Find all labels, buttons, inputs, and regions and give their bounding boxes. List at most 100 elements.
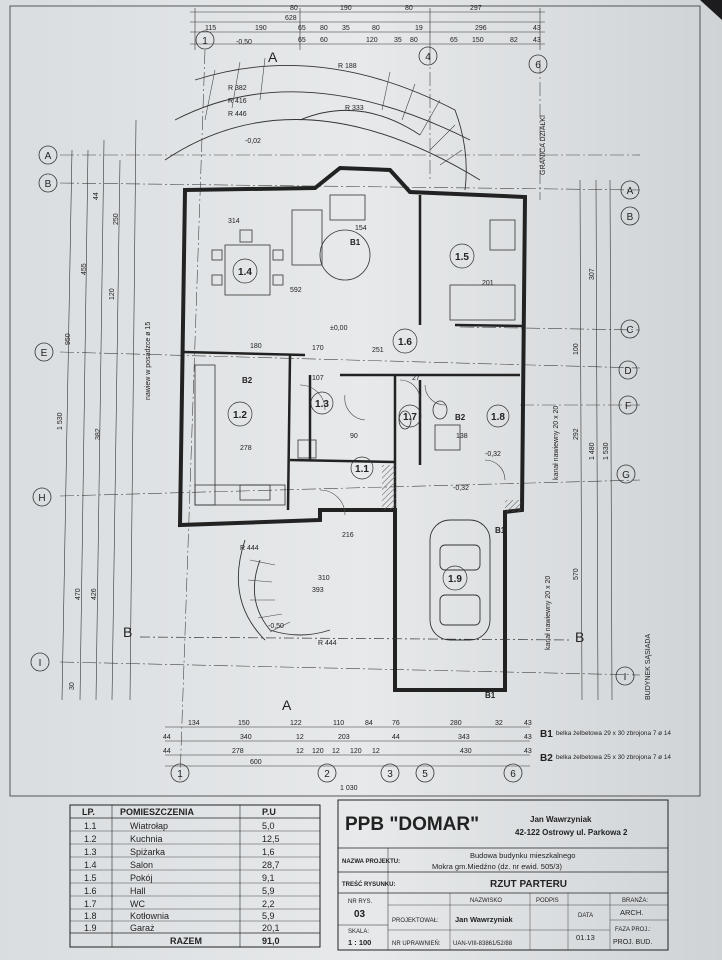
top-dim-1-1: 190 <box>340 5 352 12</box>
left-dim-30: 30 <box>69 682 76 690</box>
beam-legend: B1 belka żelbetowa 29 x 30 zbrojona 7 ø … <box>540 729 671 764</box>
bottom-dim-1-5: 76 <box>392 720 400 727</box>
bottom-dim-3-0: 44 <box>163 748 171 755</box>
level-bottom: -0,50 <box>268 623 284 630</box>
grid-label-col-3-bottom: 3 <box>387 769 393 780</box>
wall-hatching <box>382 465 521 512</box>
interior-walls <box>182 195 523 511</box>
top-dim-1-2: 80 <box>405 5 413 12</box>
level-marks: ±0,00 -0,50 -0,02 -0,32 -0,32 -0,50 <box>236 39 501 630</box>
grid-label-col-6-bottom: 6 <box>510 769 516 780</box>
inner-dim-170: 170 <box>312 345 324 352</box>
room-label-1-2: 1.2 <box>233 410 247 421</box>
bottom-dim-600: 600 <box>250 759 262 766</box>
inner-dim-90: 90 <box>350 433 358 440</box>
grid-label-row-i-right: I <box>624 672 627 683</box>
rooms-row-7-area: 2,2 <box>262 899 275 909</box>
section-a-bottom: A <box>282 697 292 713</box>
inner-dim-393: 393 <box>312 587 324 594</box>
rooms-row-9-name: Garaż <box>130 923 155 933</box>
grid-label-row-a-right: A <box>627 186 634 197</box>
rooms-row-8-lp: 1.8 <box>84 911 97 921</box>
room-1-5-furniture <box>449 219 516 321</box>
bottom-dim-1-0: 134 <box>188 720 200 727</box>
bottom-dimension-row-4: 600 1 030 <box>250 759 358 792</box>
right-dimension-texts: 307 1 480 1 530 570 100 292 <box>573 268 610 580</box>
rooms-row-2-area: 12,5 <box>262 834 280 844</box>
right-dim-570: 570 <box>573 568 580 580</box>
grid-label-col-1-top: 1 <box>202 36 208 47</box>
inner-dim-180: 180 <box>250 343 262 350</box>
section-b-left: B <box>123 624 132 640</box>
projektowal-label: PROJEKTOWAŁ: <box>392 918 439 924</box>
room-label-1-3: 1.3 <box>315 399 329 410</box>
top-dim-3-1: 60 <box>320 37 328 44</box>
top-dim-3-8: 43 <box>533 37 541 44</box>
radius-188: R 188 <box>338 63 357 70</box>
room-label-1-7: 1.7 <box>403 412 417 423</box>
right-dim-1530: 1 530 <box>603 442 610 460</box>
grid-label-col-6-top: 6 <box>535 60 541 71</box>
rooms-row-4-area: 28,7 <box>262 860 280 870</box>
top-dimension-row-3: 65 60 120 35 80 65 150 82 43 <box>298 37 541 44</box>
level-entry: -0,32 <box>453 485 469 492</box>
top-dim-2-7: 296 <box>475 25 487 32</box>
grid-label-col-5-bottom: 5 <box>422 769 428 780</box>
grid-labels-right: A B C D F G I <box>622 186 634 683</box>
beam-legend-b2-text: belka żelbetowa 25 x 30 zbrojona 7 ø 14 <box>556 754 671 761</box>
level-terrace: -0,02 <box>245 138 261 145</box>
data-label: DATA <box>578 913 593 919</box>
grid-label-row-d-right: D <box>624 366 631 377</box>
rooms-row-2-lp: 1.2 <box>84 834 97 844</box>
top-dim-1-3: 297 <box>470 5 482 12</box>
rooms-row-8-area: 5,9 <box>262 911 275 921</box>
inner-dim-27: 27 <box>412 375 420 382</box>
beam-labels: B1 B2 B2 B1 B1 <box>242 238 506 700</box>
owner-name: Jan Wawrzyniak <box>530 815 592 824</box>
inner-dim-107: 107 <box>312 375 324 382</box>
section-marks: A A B B <box>123 49 584 713</box>
top-dimension-row-2: 115 190 65 80 35 80 19 296 43 <box>205 25 541 32</box>
faza-label: FAZA PROJ.: <box>615 927 651 933</box>
bottom-dimension-row-1: 134 150 122 110 84 76 280 32 43 <box>188 720 532 727</box>
left-dim-950: 950 <box>65 333 72 345</box>
rooms-table: LP. POMIESZCZENIA P.U 1.1 Wiatrołap 5,0 … <box>69 804 321 948</box>
door-swings <box>299 379 506 516</box>
grid-label-row-a-left: A <box>45 151 52 162</box>
plan-notes: GRANICA DZIAŁKI BUDYNEK SĄSIADA kanał na… <box>145 115 652 700</box>
uprawn-label: NR UPRAWNIEŃ: <box>392 940 441 947</box>
grid-label-row-h-left: H <box>38 493 45 504</box>
room-circles <box>227 243 510 591</box>
rooms-total-label: RAZEM <box>170 936 202 946</box>
stair-treads-top <box>204 57 463 166</box>
radius-444-a: R 444 <box>240 545 259 552</box>
right-dim-292: 292 <box>573 428 580 440</box>
beam-legend-b1-code: B1 <box>540 729 553 740</box>
right-dimension-lines <box>579 179 613 701</box>
top-dim-2-6: 19 <box>415 25 423 32</box>
left-dim-1530: 1 530 <box>57 412 64 430</box>
grid-bubbles <box>30 30 640 783</box>
podpis-label: PODPIS <box>536 898 559 904</box>
top-dim-2-3: 80 <box>320 25 328 32</box>
room-labels: 1.4 1.5 1.6 1.2 1.3 1.7 1.8 1.1 1.9 <box>233 252 505 585</box>
projektowal-value: Jan Wawrzyniak <box>455 915 513 924</box>
drawing-label: TREŚĆ RYSUNKU: <box>342 880 395 888</box>
note-kanal-nawiewny-1: kanał nawiewny 20 x 20 <box>553 406 560 480</box>
grid-label-row-e-left: E <box>41 348 48 359</box>
bottom-dim-2-5: 343 <box>458 734 470 741</box>
bottom-dim-3-4: 12 <box>332 748 340 755</box>
right-dim-307: 307 <box>589 268 596 280</box>
top-dim-2-4: 35 <box>342 25 350 32</box>
rooms-header-lp: LP. <box>82 807 95 817</box>
scale-value: 1 : 100 <box>348 938 371 947</box>
room-label-1-4: 1.4 <box>238 267 252 278</box>
top-dim-2-1: 190 <box>255 25 267 32</box>
top-dimension-row-1: 80 190 80 297 628 <box>285 5 482 22</box>
beam-label-b1-top: B1 <box>350 238 361 247</box>
grid-label-row-i-left: I <box>39 658 42 669</box>
uprawn-value: UAN-VIII-83861/52/88 <box>453 941 513 947</box>
rooms-row-2-name: Kuchnia <box>130 834 163 844</box>
